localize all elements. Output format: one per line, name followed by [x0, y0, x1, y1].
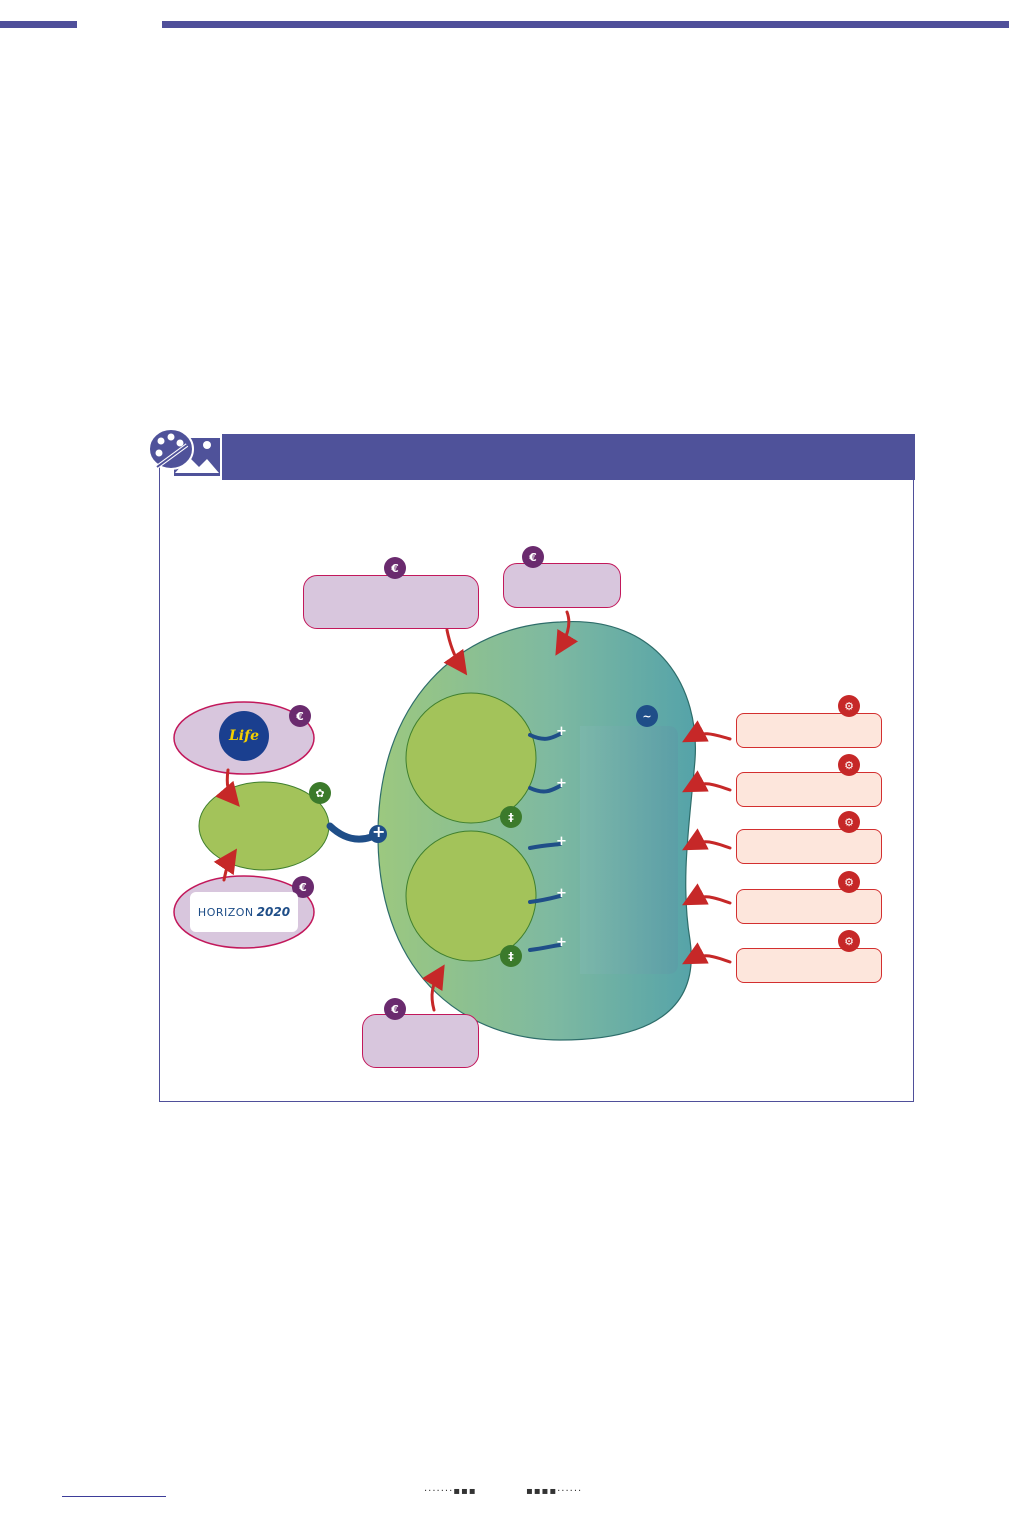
- horizon-logo-text-a: HORIZON: [197, 905, 254, 919]
- funding-box-top-left: [303, 575, 479, 629]
- gears-icon: ⚙: [838, 811, 860, 833]
- gears-icon: ⚙: [838, 695, 860, 717]
- header-rule-left: [0, 21, 77, 28]
- horizon-logo-text-b: 2020: [256, 905, 291, 919]
- plus-icon: +: [556, 834, 567, 849]
- outcome-panel: [580, 726, 678, 974]
- output-arrows: [528, 732, 562, 952]
- plus-icon: +: [372, 822, 386, 841]
- plus-icon: +: [556, 886, 567, 901]
- funding-hand-icon: €: [292, 876, 314, 898]
- plus-icon: +: [556, 776, 567, 791]
- head-idea-icon: ✿: [309, 782, 331, 804]
- header-rule-right: [162, 21, 1009, 28]
- figure-title-bar: [222, 434, 915, 480]
- money-bag-icon: €: [384, 557, 406, 579]
- cost-box-2: [736, 772, 882, 807]
- project-node-lower: [405, 830, 537, 962]
- landscape-icon: ~: [636, 705, 658, 727]
- plus-icon: +: [556, 724, 567, 739]
- gears-icon: ⚙: [838, 871, 860, 893]
- horizon-logo: HORIZON 2020: [190, 892, 298, 932]
- footer-dots-left: ·······▪▪▪: [424, 1486, 477, 1497]
- footer-rule: [62, 1496, 166, 1497]
- project-node-upper: [405, 692, 537, 824]
- money-bag-icon: €: [522, 546, 544, 568]
- plus-icon: +: [556, 935, 567, 950]
- cost-arrows: [682, 720, 732, 965]
- funding-box-top-right: [503, 563, 621, 608]
- funding-box-bottom: [362, 1014, 479, 1068]
- money-bag-icon: €: [384, 998, 406, 1020]
- cost-box-4: [736, 889, 882, 924]
- palette-image-icon: [147, 423, 222, 479]
- life-logo-text: Life: [228, 728, 260, 744]
- cost-box-3: [736, 829, 882, 864]
- funding-arrows: [213, 610, 579, 1012]
- cost-box-5: [736, 948, 882, 983]
- life-logo: Life: [219, 711, 269, 761]
- cost-box-1: [736, 713, 882, 748]
- footer-dots-right: ▪▪▪▪······: [526, 1486, 583, 1497]
- gears-icon: ⚙: [838, 930, 860, 952]
- funding-hand-icon: €: [289, 705, 311, 727]
- gears-icon: ⚙: [838, 754, 860, 776]
- signpost-icon: ‡: [500, 945, 522, 967]
- signpost-icon: ‡: [500, 806, 522, 828]
